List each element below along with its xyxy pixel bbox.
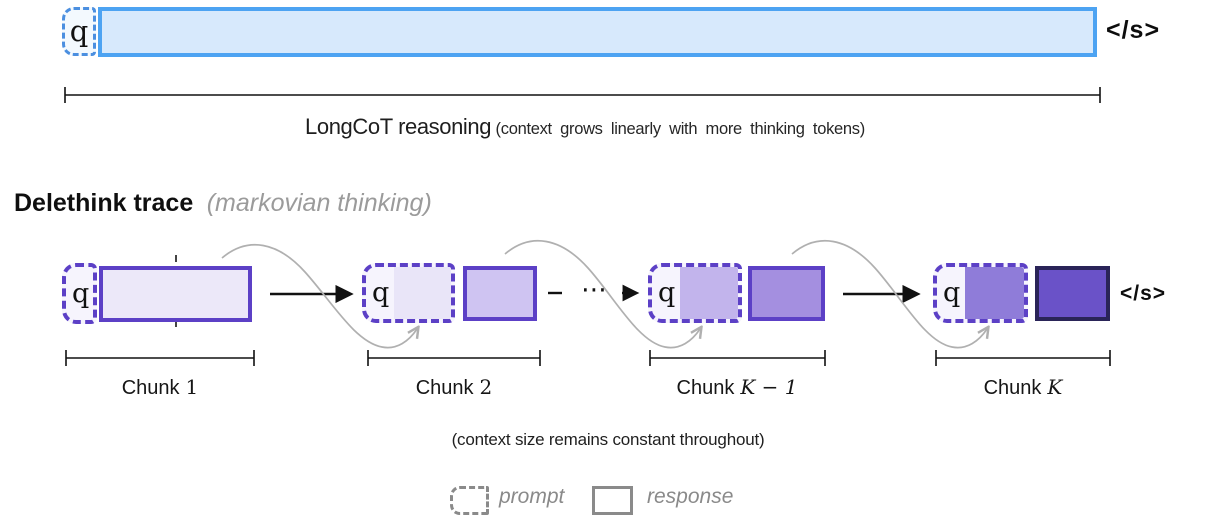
chunk2-carried-context xyxy=(394,267,451,319)
chunk2-bracket xyxy=(367,350,541,366)
chunk-label-text: Chunk xyxy=(121,377,180,399)
chunk-label-text: Chunk xyxy=(983,377,1042,399)
chunk1-response-box xyxy=(99,266,252,322)
chunkK1-response-box xyxy=(748,266,825,321)
chunkK-carried-context xyxy=(965,267,1024,319)
legend-prompt-swatch xyxy=(450,486,489,515)
chunk-label-index: 1 xyxy=(185,375,199,399)
longcot-caption-note: (context grows linearly with more thinki… xyxy=(495,120,866,138)
query-label: q xyxy=(69,14,89,48)
query-label: q xyxy=(72,278,90,309)
longcot-response-bar xyxy=(98,7,1097,57)
chunk-label-index: 2 xyxy=(479,375,493,399)
query-label: q xyxy=(658,277,676,309)
longcot-prompt-box: q xyxy=(62,7,96,56)
legend-response-label: response xyxy=(647,485,734,508)
chunk2-response-box xyxy=(463,266,537,321)
chunkK1-carried-context xyxy=(680,267,738,319)
chunkK-response-box xyxy=(1035,266,1110,321)
chunk2-prompt-box: q xyxy=(362,263,455,323)
chunks-ellipsis: ⋯ xyxy=(581,275,607,305)
chunk-label-text: Chunk xyxy=(415,377,474,399)
chunkK1-bracket xyxy=(649,350,826,366)
query-label: q xyxy=(943,277,961,309)
delethink-caption-note: (context size remains constant throughou… xyxy=(451,430,765,449)
chunk-label-index: K − 1 xyxy=(740,375,798,399)
chunkK-bracket xyxy=(935,350,1111,366)
longcot-caption: LongCoT reasoning (context grows linearl… xyxy=(150,114,1020,140)
chunkK-prompt-box: q xyxy=(933,263,1028,323)
chunk-label-index: K xyxy=(1047,375,1063,399)
delethink-heading-note: (markovian thinking) xyxy=(206,189,432,217)
delethink-eos-token: </s> xyxy=(1120,282,1167,305)
delethink-heading: Delethink trace (markovian thinking) xyxy=(14,189,432,218)
chunk1-bracket xyxy=(65,350,255,366)
longcot-caption-main: LongCoT reasoning xyxy=(305,114,492,139)
legend-response-swatch xyxy=(592,486,633,515)
delethink-heading-title: Delethink trace xyxy=(14,189,194,217)
chunkK1-prompt-box: q xyxy=(648,263,742,323)
chunk-label-text: Chunk xyxy=(676,377,735,399)
chunk1-prompt-box: q xyxy=(62,263,97,324)
longcot-eos-token: </s> xyxy=(1106,16,1161,44)
longcot-extent-bracket xyxy=(64,87,1101,103)
query-label: q xyxy=(372,277,390,309)
legend-prompt-label: prompt xyxy=(499,485,565,508)
